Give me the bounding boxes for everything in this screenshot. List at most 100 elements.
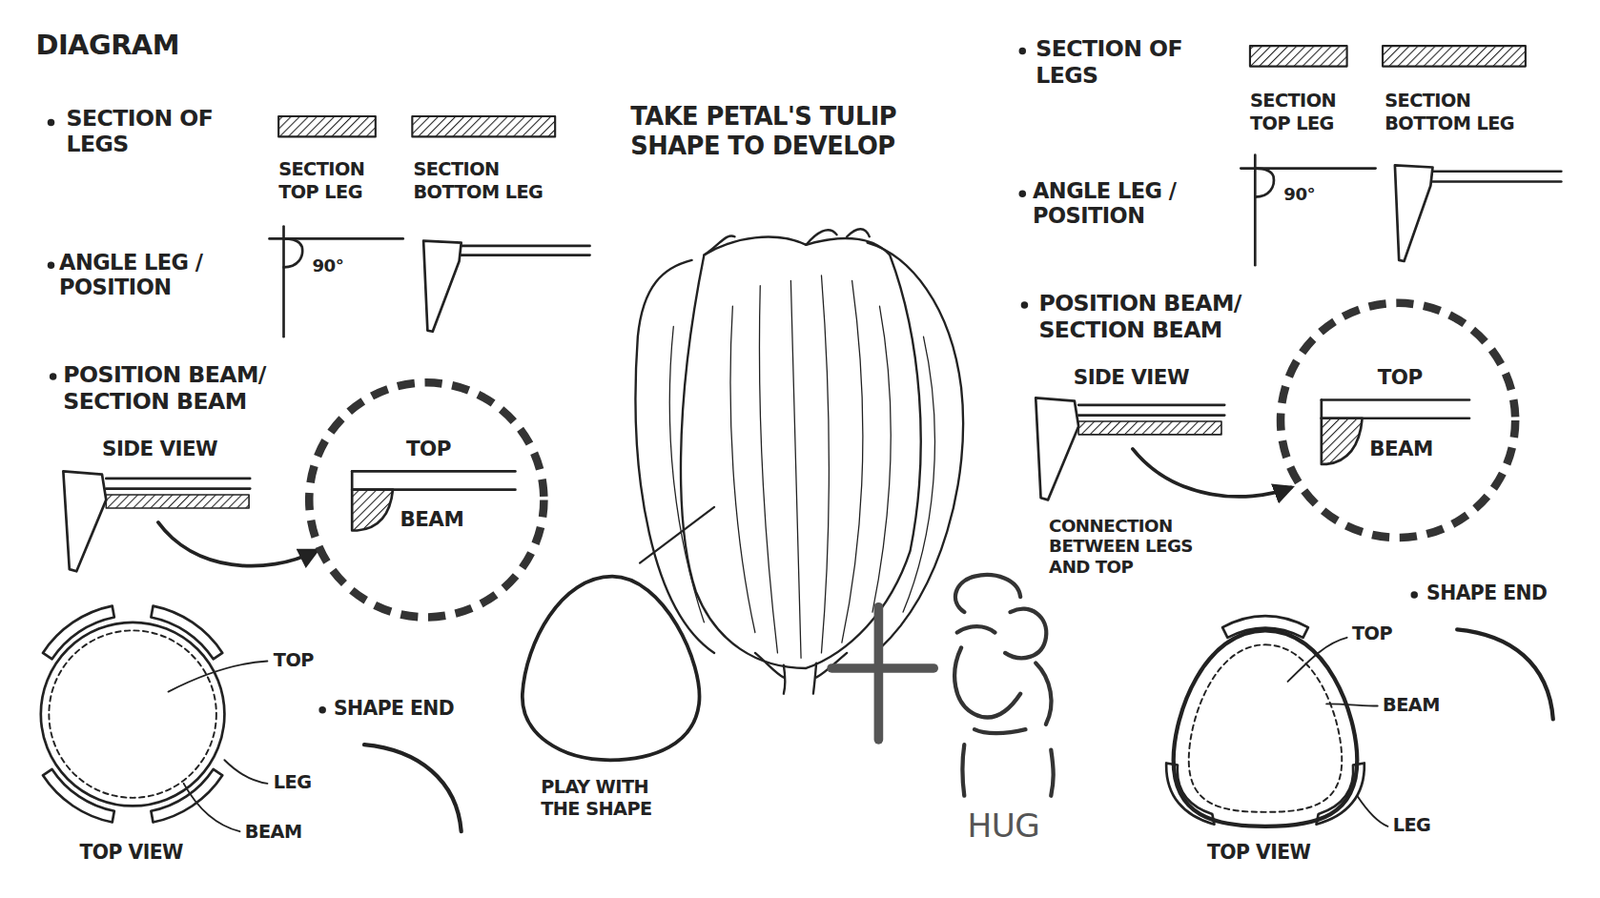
round-top-view	[150, 769, 223, 823]
circle-label: TOP	[406, 436, 452, 462]
plus-sign	[831, 607, 934, 740]
round-top-view	[42, 606, 115, 660]
tulip-top-view	[1356, 796, 1388, 827]
annotation-label: POSITION BEAM/ SECTION BEAM	[1038, 290, 1275, 345]
bullet-dots	[1019, 190, 1026, 198]
annotation-label: ANGLE LEG / POSITION	[1032, 178, 1232, 230]
circle-outline	[1280, 303, 1516, 538]
tulip-top-view	[1315, 762, 1364, 824]
round-top-view	[150, 606, 223, 660]
leg-sections	[278, 116, 376, 137]
annotation-label: CONNECTION BETWEEN LEGS AND TOP	[1048, 514, 1203, 577]
hug-figure	[954, 574, 1053, 797]
bullet-dots	[47, 119, 55, 126]
angle-diagram	[284, 238, 304, 267]
hug-figure	[954, 648, 1021, 718]
side-view	[1078, 421, 1222, 435]
bullet-dots	[1021, 301, 1028, 308]
annotation-label: TOP VIEW	[79, 841, 183, 864]
tulip-illustration	[635, 260, 716, 654]
beam-detail	[1321, 418, 1363, 465]
egg-shape	[522, 576, 700, 761]
annotation-label: TOP	[273, 649, 314, 672]
circle-label: TOP	[1377, 365, 1423, 390]
angle-diagram	[269, 155, 1562, 337]
bullet-dots	[318, 706, 326, 714]
annotation-label: BEAM	[1382, 694, 1440, 717]
angle-diagram	[282, 226, 286, 338]
annotation-label: SIDE VIEW	[1073, 365, 1190, 390]
leg-sections	[278, 45, 1526, 137]
tulip-illustration	[669, 326, 704, 622]
tulip-top-view	[1288, 637, 1348, 682]
tulip-illustration	[783, 663, 817, 695]
tulip-illustration	[820, 275, 829, 654]
annotation-label: BEAM	[245, 820, 303, 842]
round-top-view	[41, 606, 268, 833]
side-view	[105, 477, 250, 481]
annotation-label: SECTION TOP LEG	[278, 158, 393, 203]
annotation-label: SECTION TOP LEG	[1250, 89, 1365, 134]
tulip-illustration	[902, 336, 935, 613]
beam-detail	[350, 471, 354, 490]
tulip-top-view	[1173, 630, 1358, 826]
side-view	[105, 487, 250, 491]
hug-figure	[1005, 609, 1047, 659]
angle-diagram	[461, 245, 591, 248]
annotation-label: SECTION OF LEGS	[66, 104, 251, 159]
angle-diagram	[1432, 169, 1561, 173]
annotation-label: 90°	[1283, 184, 1315, 206]
egg-shape	[639, 507, 715, 564]
angle-diagram	[1253, 155, 1257, 267]
annotation-label: SECTION BOTTOM LEG	[412, 158, 551, 203]
annotation-label: POSITION BEAM/ SECTION BEAM	[62, 362, 298, 416]
round-top-view	[224, 759, 267, 784]
round-top-view	[184, 783, 241, 832]
tulip-illustration	[841, 280, 863, 643]
circle-label: BEAM	[1369, 436, 1434, 462]
round-top-view	[168, 660, 268, 692]
shape-end-arc	[1456, 629, 1554, 719]
tulip-illustration	[758, 286, 778, 654]
angle-diagram	[1254, 168, 1274, 198]
annotation-label: SHAPE END	[333, 697, 454, 720]
dashed-detail-circle: TOP BEAM	[1275, 297, 1521, 543]
side-view	[1078, 413, 1225, 417]
annotation-label: TOP	[1352, 622, 1393, 645]
plus-sign	[874, 607, 884, 740]
shape-end-arc	[364, 744, 462, 832]
tulip-top-view	[1222, 615, 1309, 638]
diagram-title: DIAGRAM	[35, 28, 179, 62]
bullet-dots	[47, 261, 55, 268]
circle-outline	[304, 377, 550, 623]
round-top-view	[41, 622, 226, 807]
tulip-illustration	[730, 306, 756, 633]
bullet-dots	[1019, 47, 1026, 55]
circle-label: BEAM	[400, 507, 465, 533]
annotation-label: HUG	[967, 805, 1041, 845]
tulip-top-view	[1189, 644, 1343, 813]
annotation-label: 90°	[311, 255, 344, 277]
hug-figure	[974, 729, 1026, 734]
plus-sign	[831, 663, 934, 674]
bullet-dots	[1410, 591, 1417, 598]
tulip-top-view	[1166, 615, 1388, 827]
circle-outline	[1275, 297, 1521, 543]
annotation-label: SHAPE END	[1426, 581, 1547, 605]
round-top-view	[42, 769, 115, 823]
side-view	[62, 471, 106, 572]
round-top-view	[48, 630, 217, 799]
hug-figure	[1050, 750, 1053, 797]
tulip-illustration	[680, 237, 922, 669]
tulip-top-view	[1166, 762, 1214, 824]
side-view	[1132, 449, 1292, 497]
dashed-detail-circle: TOP BEAM	[304, 377, 550, 623]
leg-sections	[1250, 45, 1348, 66]
side-view	[105, 494, 249, 509]
tulip-illustration	[867, 243, 964, 650]
side-view	[1035, 397, 1079, 500]
beam-detail	[351, 470, 515, 473]
circle-outline	[308, 382, 544, 617]
angle-diagram	[1394, 164, 1434, 262]
side-view	[1078, 404, 1225, 408]
